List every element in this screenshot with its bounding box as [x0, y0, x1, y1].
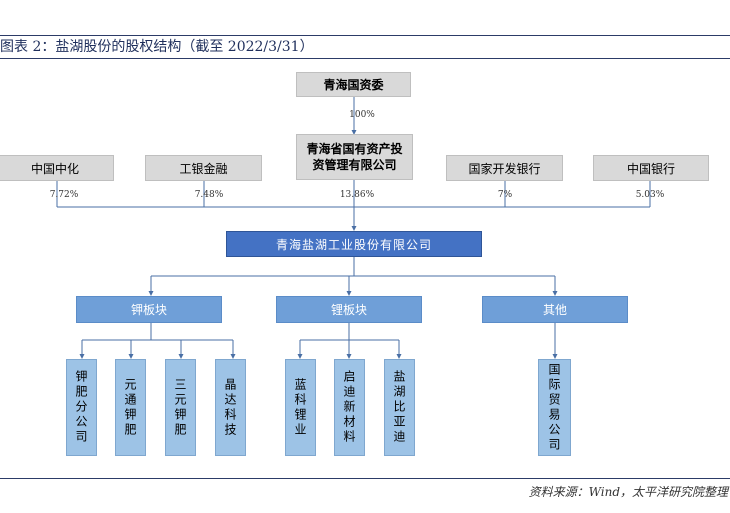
- node-sub-yuantong-potash: 元通钾肥: [115, 359, 146, 456]
- node-sub-lanke-lithium: 蓝科锂业: [285, 359, 316, 456]
- figure-title: 图表 2：盐湖股份的股权结构（截至 2022/3/31）: [0, 39, 314, 55]
- node-segment-lithium: 锂板块: [276, 296, 422, 323]
- header-bottom-rule: [0, 58, 730, 59]
- pct-icbc: 7.48%: [194, 190, 224, 200]
- header-top-rule: [0, 35, 730, 36]
- node-bank-of-china: 中国银行: [593, 155, 709, 181]
- node-sub-sanyuan-potash: 三元钾肥: [165, 359, 196, 456]
- node-segment-other: 其他: [482, 296, 628, 323]
- node-icbc-financial: 工银金融: [145, 155, 262, 181]
- footer-rule: [0, 478, 730, 479]
- node-sinochem: 中国中化: [0, 155, 114, 181]
- node-qinghai-sasac: 青海国资委: [296, 72, 411, 97]
- node-salt-lake-company: 青海盐湖工业股份有限公司: [226, 231, 482, 257]
- pct-top-to-investor: 100%: [349, 110, 375, 120]
- pct-boc: 5.03%: [635, 190, 665, 200]
- source-note: 资料来源：Wind，太平洋研究院整理: [528, 485, 728, 499]
- node-sub-salt-lake-byd: 盐湖比亚迪: [384, 359, 415, 456]
- node-sub-qidi-materials: 启迪新材料: [334, 359, 365, 456]
- pct-sinochem: 7.72%: [49, 190, 79, 200]
- node-sub-jingda-tech: 晶达科技: [215, 359, 246, 456]
- node-segment-potash: 钾板块: [76, 296, 222, 323]
- node-cdb: 国家开发银行: [446, 155, 563, 181]
- node-sub-international-trade: 国际贸易公司: [538, 359, 571, 456]
- pct-cdb: 7%: [497, 190, 513, 200]
- node-sub-potash-branch: 钾肥分公司: [66, 359, 97, 456]
- pct-investor: 13.86%: [339, 190, 375, 200]
- node-qinghai-investment: 青海省国有资产投资管理有限公司: [296, 134, 413, 180]
